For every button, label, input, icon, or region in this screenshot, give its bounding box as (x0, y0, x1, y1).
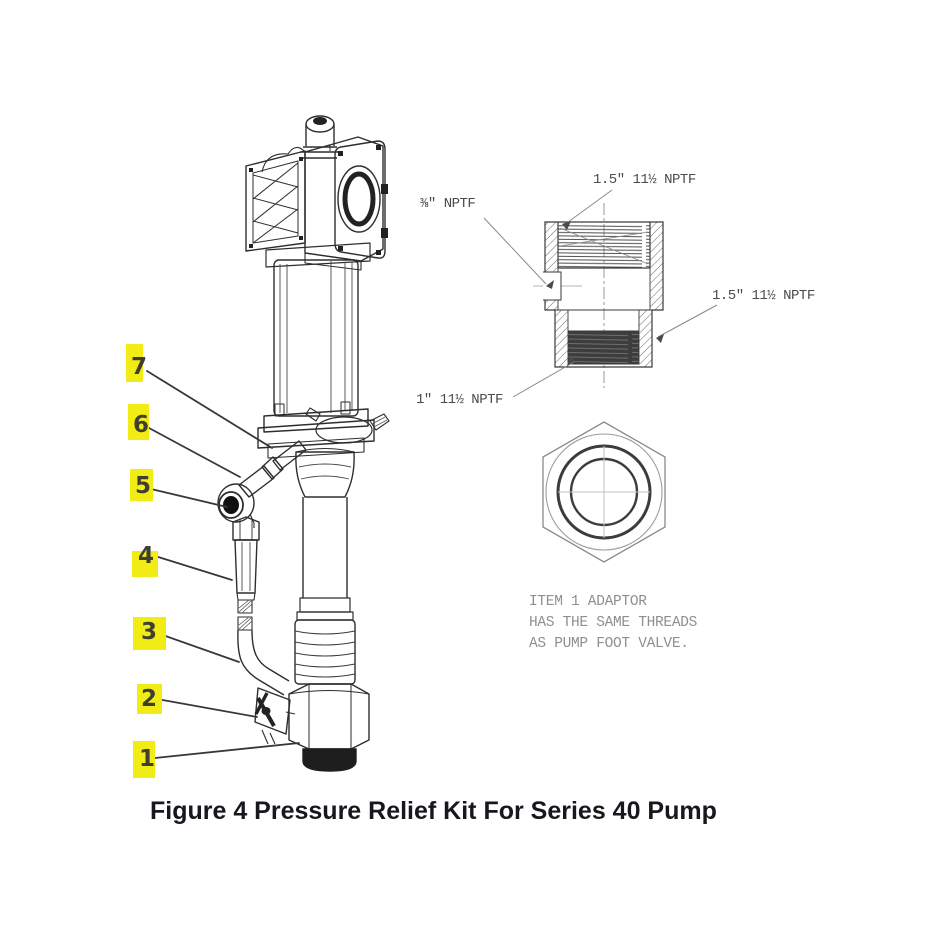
highlight-6 (128, 404, 149, 440)
note-line-2: HAS THE SAME THREADS (529, 615, 698, 631)
figure-caption: Figure 4 Pressure Relief Kit For Series … (150, 797, 717, 825)
callout-number-4: 4 (138, 543, 155, 569)
callout-leader-lines (146, 370, 300, 759)
label-bottom-thread: 1" 11½ NPTF (416, 392, 503, 408)
drain-petcock (254, 687, 296, 745)
note-line-1: ITEM 1 ADAPTOR (529, 594, 647, 610)
pump-drawing (217, 115, 390, 772)
relief-pipe-nipple-lower (238, 465, 275, 498)
leader-6 (148, 427, 241, 478)
note-line-3: AS PUMP FOOT VALVE. (529, 636, 689, 652)
leader-5 (150, 488, 228, 508)
highlight-3 (133, 617, 166, 650)
muffler (300, 115, 340, 159)
adaptor-section-view (533, 203, 664, 388)
adaptor-end-view (542, 421, 666, 563)
callout-number-2: 2 (141, 686, 158, 712)
leader-bottom-thread (512, 361, 575, 398)
leader-3 (156, 632, 240, 663)
relief-pipe-nipple-upper (272, 440, 307, 471)
callout-number-1: 1 (139, 746, 156, 772)
leader-4 (154, 555, 233, 581)
tube-bell (295, 447, 355, 498)
detail-leader-lines (483, 189, 718, 398)
leader-side-thread (657, 304, 718, 338)
label-port-nptf: ⅜" NPTF (420, 196, 476, 212)
callout-number-6: 6 (133, 412, 150, 438)
relief-hose (237, 599, 290, 696)
relief-elbow (217, 483, 255, 528)
air-cylinder (265, 242, 371, 417)
bung-adapter (305, 407, 390, 444)
relief-branch (217, 440, 307, 528)
label-side-thread: 1.5" 11½ NPTF (712, 288, 815, 304)
leader-1 (154, 742, 300, 759)
leader-2 (156, 698, 258, 718)
highlight-1 (133, 741, 155, 778)
relief-valve-body (232, 516, 260, 601)
highlight-7 (126, 344, 143, 382)
leader-top-thread (563, 189, 613, 226)
highlight-4 (132, 551, 158, 577)
adaptor-note: ITEM 1 ADAPTOR HAS THE SAME THREADS AS P… (529, 592, 697, 655)
air-valve-cover (245, 150, 306, 252)
motor-flange-plate (334, 140, 388, 259)
callout-number-7: 7 (131, 354, 148, 380)
cylinder-flange (257, 408, 375, 459)
foot-adaptor (288, 683, 370, 772)
callout-number-3: 3 (141, 619, 158, 645)
highlight-5 (130, 469, 153, 501)
leader-7 (146, 370, 273, 449)
highlight-2 (137, 684, 162, 714)
callout-number-5: 5 (135, 473, 152, 499)
pump-tube (294, 497, 356, 685)
leader-port (483, 217, 547, 285)
label-top-thread: 1.5" 11½ NPTF (593, 172, 696, 188)
